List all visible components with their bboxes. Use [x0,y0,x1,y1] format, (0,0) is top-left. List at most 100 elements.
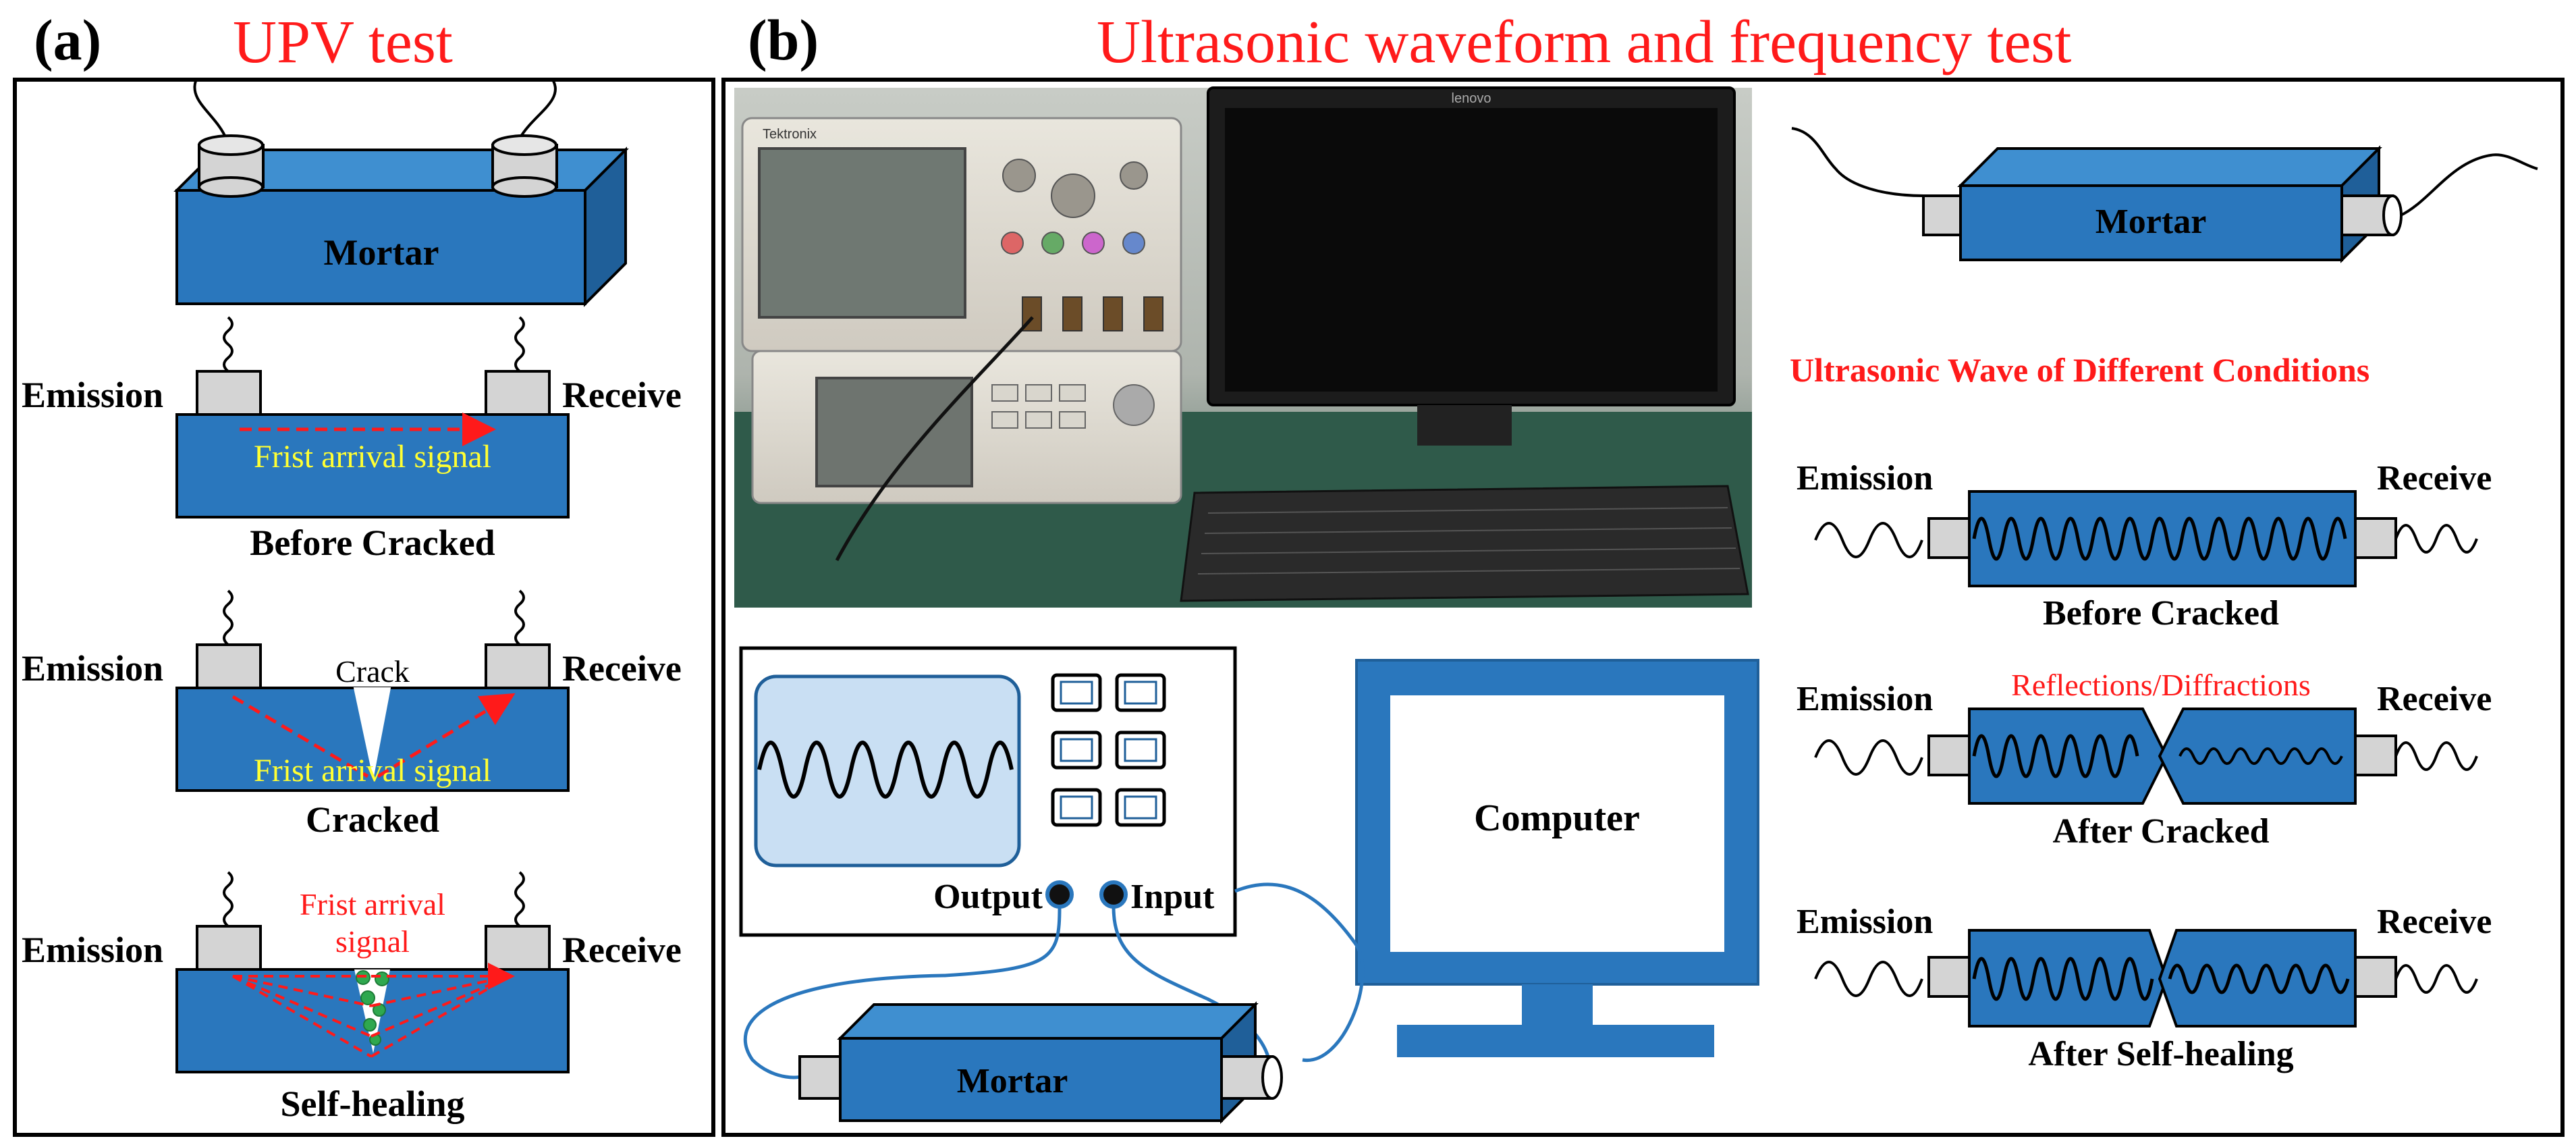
keyboard-keys [1197,507,1741,575]
upv-top-setup: Mortar [173,80,629,307]
computer-cable [1234,882,1365,1062]
emitter-cable [1791,127,1924,197]
receiver-wire [514,589,525,646]
internal-wave [1972,516,2347,561]
crack-label: Crack [335,654,410,689]
mortar-block [1968,490,2357,587]
emitter-sensor [196,370,262,416]
mortar-front-face [839,1037,1223,1122]
receiver-cable [2399,153,2538,217]
emission-label: Emission [22,648,163,689]
upv-cracked: Emission Receive Crack Frist arrival sig… [22,589,682,840]
schematic-computer: Computer [1355,659,1759,1057]
receiver-face [2382,194,2403,236]
mortar-label: Mortar [957,1062,1068,1100]
path-from-crack [377,693,516,778]
crack-shape [353,687,391,777]
receive-label: Receive [2377,459,2492,498]
upv-self-healing: Emission Receive Frist arrival signal Se… [22,871,682,1124]
receive-label: Receive [562,648,682,689]
computer-screen [1390,695,1724,952]
sine-wave [757,741,1014,799]
panel-b-title: Ultrasonic waveform and frequency test [1097,9,2071,76]
input-port [1099,880,1128,909]
scope-screen-upper [758,147,966,319]
receiver-face [1261,1055,1283,1100]
healed-crack [354,969,390,1053]
receive-label: Receive [562,375,682,415]
mortar-left-half [1968,708,2168,805]
emitter-wire [223,316,234,373]
scope-display [754,674,1021,868]
mortar-top-face [1957,147,2382,187]
schematic-oscilloscope: Output Input [739,646,1237,937]
emission-label: Emission [22,930,163,970]
input-label: Input [1130,878,1215,916]
mortar-label: Mortar [324,232,439,273]
input-wave [1814,739,1923,776]
emitter-wire [223,589,234,646]
emitter-sensor [1927,517,1971,559]
panel-a-title: UPV test [233,9,453,76]
emission-label: Emission [1797,680,1933,718]
scope-knobs-upper [1001,159,1148,255]
emitter-sensor [196,925,262,971]
mortar-block [175,413,570,518]
signal-label: Frist arrival signal [254,439,491,475]
schematic-mortar: Mortar [743,882,1365,1124]
internal-wave-weak [2178,747,2343,765]
computer-neck [1522,984,1593,1025]
receiver-sensor [485,925,551,971]
input-wave [1814,522,1923,558]
panel-b-letter: (b) [748,7,819,72]
wave-before-cracked: Emission Receive Before Cracked [1797,459,2492,633]
emitter-sensor [196,643,262,689]
output-wave [2394,524,2478,554]
emission-label: Emission [22,375,163,415]
wave-after-cracked: Emission Receive Reflections/Diffraction… [1797,668,2492,851]
photo-monitor-screen [1225,108,1718,392]
receiver-transducer [491,134,558,198]
mortar-left-half [1968,929,2168,1028]
receiver-cable [518,80,557,139]
output-wave [2394,741,2478,771]
emitter-transducer [1922,194,1962,236]
emitter-transducer [198,134,265,198]
after-cracked-caption: After Cracked [2052,812,2269,851]
mortar-top-face [837,1003,1259,1040]
wave-after-self-healing: Emission Receive After Self-healing [1797,903,2492,1073]
receiver-sensor [2354,956,2397,998]
scattered-signal-paths [231,963,515,1058]
panel-a: (a) UPV test Mortar [13,7,715,1137]
healing-products [356,970,389,1046]
right-mortar-setup: Mortar [1791,127,2538,263]
receive-label: Receive [2377,680,2492,718]
mortar-right-half [2158,708,2357,805]
internal-wave-strong [1972,734,2139,778]
emitter-cable [193,80,227,139]
conditions-heading: Ultrasonic Wave of Different Conditions [1790,351,2369,389]
signal-label: Frist arrival signal [254,753,491,789]
receiver-sensor [2354,517,2397,559]
computer-label: Computer [1474,797,1640,839]
monitor-brand: lenovo [1452,91,1491,106]
cracked-caption: Cracked [306,799,439,840]
self-healing-caption: Self-healing [280,1084,464,1124]
output-label: Output [933,878,1043,916]
signal-label-line1: Frist arrival [300,887,445,922]
upv-before-cracked: Emission Receive Frist arrival signal Be… [22,316,682,563]
receiver-sensor [485,370,551,416]
receiver-wire [514,316,525,373]
mortar-label: Mortar [2095,203,2207,241]
receive-label: Receive [562,930,682,970]
scope-button-inner [1060,681,1157,820]
emitter-wire [223,871,234,928]
input-cable [1112,906,1272,1081]
output-cable [743,906,1062,1079]
photo-cable [835,316,1034,562]
photo-monitor-stand [1417,405,1512,446]
emission-label: Emission [1797,459,1933,498]
scope-buttons [1051,673,1166,827]
panel-b-frame [721,78,2565,1137]
